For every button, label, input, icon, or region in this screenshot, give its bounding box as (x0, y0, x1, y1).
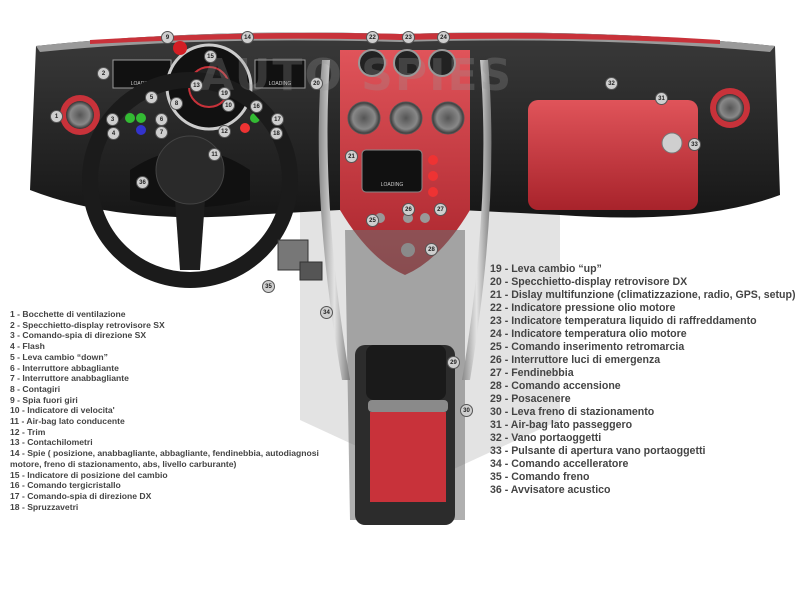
console-left-rail (318, 60, 350, 380)
legend-item: 18 - Spruzzavetri (10, 501, 79, 512)
watermark-text: AUTO SPIES (200, 50, 514, 101)
legend-item: 36 - Avvisatore acustico (490, 484, 611, 496)
callout: 12 (218, 125, 231, 138)
center-vents[interactable] (347, 101, 465, 135)
legend-item: 9 - Spia fuori giri (10, 394, 78, 405)
callout: 1 (50, 110, 63, 123)
multifunction-display[interactable] (361, 149, 423, 193)
callout: 3 (106, 113, 119, 126)
legend-item: 1 - Bocchette di ventilazione (10, 309, 126, 319)
display-right-text: LOADING (269, 81, 292, 87)
callout: 36 (136, 176, 149, 189)
pedals[interactable] (277, 239, 323, 281)
callout: 5 (145, 91, 158, 104)
parking-brake[interactable] (368, 400, 448, 412)
callout: 4 (107, 127, 120, 140)
callout: 35 (262, 280, 275, 293)
legend-item: 34 - Comando accelleratore (490, 458, 629, 470)
callout: 17 (271, 113, 284, 126)
legend-item: 2 - Specchietto-display retrovisore SX (10, 319, 165, 330)
callout: 18 (270, 127, 283, 140)
console-right-rail (462, 60, 492, 380)
callout: 28 (425, 243, 438, 256)
callout: 26 (402, 203, 415, 216)
callout: 16 (250, 100, 263, 113)
armrest-red-insert (370, 412, 446, 502)
legend-item: 13 - Contachilometri (10, 437, 93, 448)
legend-item: 27 - Fendinebbia (490, 367, 574, 379)
legend-item: 25 - Comando inserimento retromarcia (490, 341, 685, 353)
callout: 30 (460, 404, 473, 417)
callout: 15 (204, 50, 217, 63)
legend-item: 22 - Indicatore pressione olio motore (490, 302, 676, 314)
callout: 21 (345, 150, 358, 163)
legend-item: 28 - Comando accensione (490, 380, 621, 392)
callout: 20 (310, 77, 323, 90)
callout: 8 (170, 97, 183, 110)
armrest-top (366, 345, 446, 400)
center-gauges (358, 49, 456, 77)
callout: 19 (218, 87, 231, 100)
legend-item: 21 - Dislay multifunzione (climatizzazio… (490, 289, 796, 301)
legend-item: 7 - Interruttore anabbagliante (10, 373, 129, 384)
legend-item: 33 - Pulsante di apertura vano portaogge… (490, 445, 706, 457)
legend-item: 29 - Posacenere (490, 393, 571, 405)
legend-item: 10 - Indicatore di velocita' (10, 405, 115, 416)
rev-limit-light (173, 41, 187, 55)
legend-item: 4 - Flash (10, 341, 45, 352)
legend-item: 23 - Indicatore temperatura liquido di r… (490, 315, 757, 327)
callout: 10 (222, 99, 235, 112)
legend-item: 26 - Interruttore luci di emergenza (490, 354, 661, 366)
vent-right[interactable] (710, 88, 750, 128)
legend-item: 11 - Air-bag lato conducente (10, 416, 125, 427)
callout: 25 (366, 214, 379, 227)
legend-right: 19 - Leva cambio “up” 20 - Specchietto-d… (490, 263, 804, 497)
steering-wheel[interactable] (82, 72, 298, 288)
legend-item: 14 - Spie ( posizione, anabbagliante, ab… (10, 448, 319, 469)
legend-item: 3 - Comando-spia di direzione SX (10, 330, 147, 341)
legend-item: 31 - Air-bag lato passeggero (490, 419, 633, 431)
callout: 27 (434, 203, 447, 216)
legend-item: 15 - Indicatore di posizione del cambio (10, 469, 168, 480)
callout: 34 (320, 306, 333, 319)
legend-item: 17 - Comando-spia di direzione DX (10, 490, 152, 501)
legend-item: 6 - Interruttore abbagliante (10, 362, 119, 373)
legend-item: 20 - Specchietto-display retrovisore DX (490, 276, 688, 288)
callout: 32 (605, 77, 618, 90)
callout: 22 (366, 31, 379, 44)
callout: 31 (655, 92, 668, 105)
callout: 13 (190, 79, 203, 92)
callout: 2 (97, 67, 110, 80)
legend-item: 32 - Vano portaoggetti (490, 432, 602, 444)
legend-item: 19 - Leva cambio “up” (490, 263, 602, 275)
callout: 23 (402, 31, 415, 44)
callout: 24 (437, 31, 450, 44)
legend-item: 8 - Contagiri (10, 383, 61, 394)
center-display-text: LOADING (381, 182, 404, 188)
vent-left[interactable] (60, 95, 100, 135)
legend-item: 30 - Leva freno di stazionamento (490, 406, 655, 418)
callout: 7 (155, 126, 168, 139)
callout: 14 (241, 31, 254, 44)
legend-item: 5 - Leva cambio “down” (10, 351, 108, 362)
callout: 11 (208, 148, 221, 161)
glovebox-panel (528, 100, 698, 210)
legend-item: 35 - Comando freno (490, 471, 590, 483)
legend-item: 12 - Trim (10, 426, 46, 437)
legend-item: 24 - Indicatore temperatura olio motore (490, 328, 687, 340)
callout: 33 (688, 138, 701, 151)
glovebox-button[interactable] (661, 132, 683, 154)
legend-left: 1 - Bocchette di ventilazione 2 - Specch… (10, 309, 345, 512)
callout: 6 (155, 113, 168, 126)
mirror-display-right[interactable] (254, 59, 306, 89)
legend-item: 16 - Comando tergicristallo (10, 480, 121, 491)
callout: 9 (161, 31, 174, 44)
callout: 29 (447, 356, 460, 369)
